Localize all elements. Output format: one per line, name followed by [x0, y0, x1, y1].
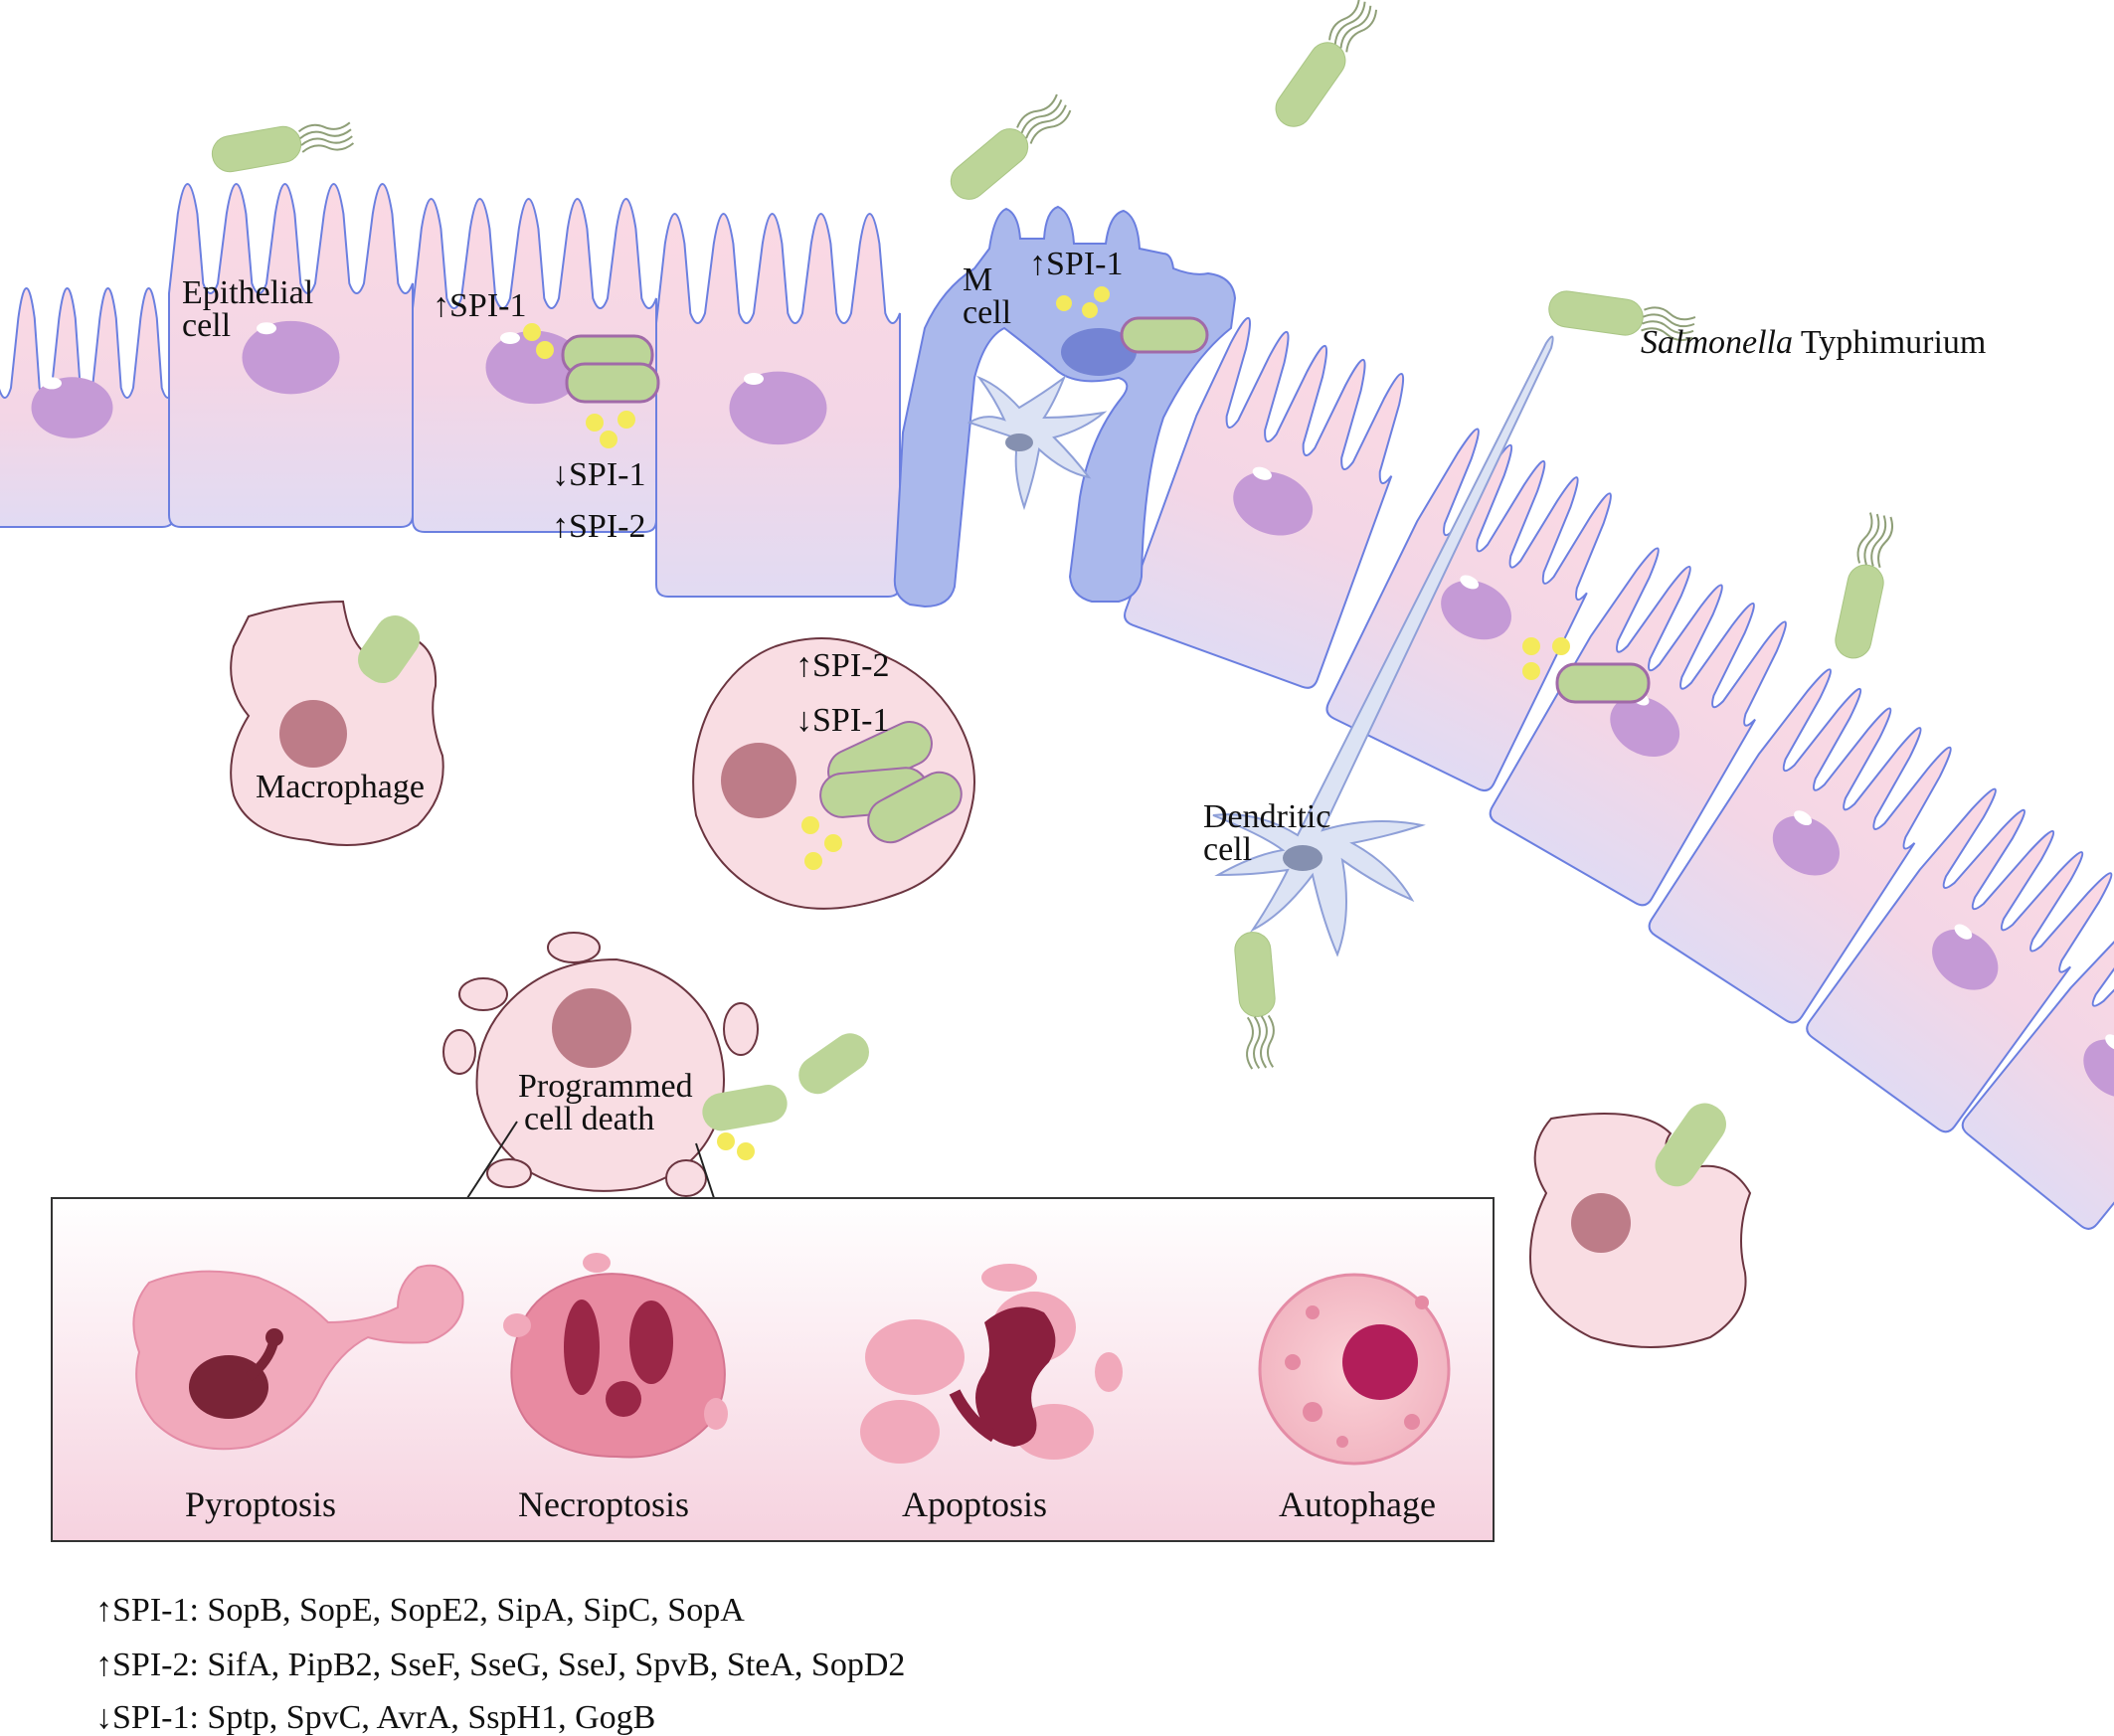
death-type-0: Pyroptosis: [185, 1484, 336, 1524]
nucleus-highlight: [1460, 575, 1480, 590]
nucleus: [2083, 1039, 2114, 1098]
epi-up-spi2: ↑SPI-2: [552, 508, 645, 545]
m-up-spi1: ↑SPI-1: [1029, 246, 1123, 282]
effector-2: [586, 414, 604, 432]
effector-0: [523, 323, 541, 341]
bacteria-group: [211, 0, 1893, 1070]
nucleus-highlight: [1252, 466, 1272, 480]
salmonella-label: Salmonella Typhimurium: [1641, 324, 1986, 361]
epithelial-cell-6: [1489, 547, 1787, 907]
effector-6: [1552, 637, 1570, 655]
dendritic-cell-label-1: Dendritic: [1203, 798, 1330, 835]
bacterium-0: [211, 121, 355, 173]
effector-4: [600, 431, 617, 448]
programmed-death-label-1: Programmed: [518, 1068, 693, 1105]
bacterium-1: [950, 93, 1072, 200]
nucleus-highlight: [744, 373, 764, 385]
epithelial-cell-1: [168, 183, 414, 528]
m-cell-label-1: M: [963, 261, 992, 298]
nucleus-highlight: [500, 332, 520, 344]
macrophage-left: [230, 600, 444, 846]
epi-down-spi1: ↓SPI-1: [552, 456, 645, 493]
bacterium-3: [1548, 290, 1696, 342]
salmonella-italic: Salmonella: [1641, 324, 1793, 361]
death-type-2: Apoptosis: [902, 1484, 1047, 1524]
macrophage-label: Macrophage: [256, 769, 425, 805]
m-cell: [893, 205, 1237, 608]
epithelial-cell-2: [412, 198, 657, 533]
epithelial-cell-4: [1124, 316, 1405, 689]
epithelial-layer: [0, 183, 2114, 1230]
nucleus: [31, 377, 113, 438]
mac-up-spi2: ↑SPI-2: [795, 647, 889, 684]
epithelial-cell-label-2: cell: [182, 307, 231, 344]
epi-up-spi1: ↑SPI-1: [433, 287, 526, 324]
macrophage-right: [1529, 1103, 1752, 1348]
nucleus: [729, 371, 827, 445]
dendritic-cell-small: [967, 375, 1108, 511]
cell-death-panel: Pyroptosis Necroptosis Apoptosis Autopha…: [51, 1197, 1495, 1542]
nucleus: [1610, 696, 1680, 758]
bacterium-2: [1275, 0, 1378, 127]
nucleus: [485, 330, 584, 405]
dendritic-cell: [1212, 335, 1554, 957]
effector-3: [617, 411, 635, 429]
nucleus-highlight: [1954, 924, 1973, 940]
nucleus-highlight: [257, 322, 276, 335]
programmed-death-cell: [442, 932, 869, 1199]
legend-line-2: ↓SPI-1: Sptp, SpvC, AvrA, SspH1, GogB: [95, 1699, 655, 1736]
necroptosis-illustration: [503, 1253, 728, 1459]
legend-line-0: ↑SPI-1: SopB, SopE, SopE2, SipA, SipC, S…: [95, 1592, 745, 1629]
nucleus-highlight: [42, 377, 62, 390]
effector-5: [1522, 637, 1540, 655]
death-type-3: Autophage: [1279, 1484, 1436, 1524]
epithelial-cell-7: [1648, 668, 1952, 1024]
salmonella-rest: Typhimurium: [1793, 324, 1986, 361]
bacterium-4: [1835, 512, 1893, 659]
epithelial-cell-0: [0, 287, 175, 528]
dendritic-cell-label-2: cell: [1203, 831, 1252, 868]
m-cell-label-2: cell: [963, 294, 1011, 331]
apoptosis-illustration: [860, 1264, 1123, 1464]
nucleus: [1772, 815, 1840, 876]
effector-7: [1522, 662, 1540, 680]
macrophage-infected: [692, 637, 975, 910]
vacuole-bacteria-epithelial: [561, 334, 1651, 704]
legend-line-1: ↑SPI-2: SifA, PipB2, SseF, SseG, SseJ, S…: [95, 1647, 905, 1683]
effector-proteins: [523, 323, 1570, 680]
effector-1: [536, 341, 554, 359]
nucleus: [1233, 471, 1314, 536]
mac-down-spi1: ↓SPI-1: [795, 702, 889, 739]
bacterium-5: [1234, 932, 1276, 1070]
nucleus: [242, 320, 340, 395]
nucleus-highlight: [1794, 810, 1813, 826]
bacterium-in-vacuole: [1120, 316, 1209, 354]
pyroptosis-illustration: [132, 1264, 464, 1451]
epithelial-cell-3: [655, 213, 901, 598]
death-type-1: Necroptosis: [518, 1484, 689, 1524]
m-cell-nucleus: [1061, 328, 1137, 376]
epithelial-cell-8: [1806, 787, 2113, 1133]
nucleus: [1932, 929, 1999, 990]
epithelial-cell-label-1: Epithelial: [182, 274, 313, 311]
nucleus: [1441, 580, 1511, 640]
programmed-death-label-2: cell death: [524, 1101, 654, 1137]
autophage-illustration: [1258, 1273, 1451, 1466]
